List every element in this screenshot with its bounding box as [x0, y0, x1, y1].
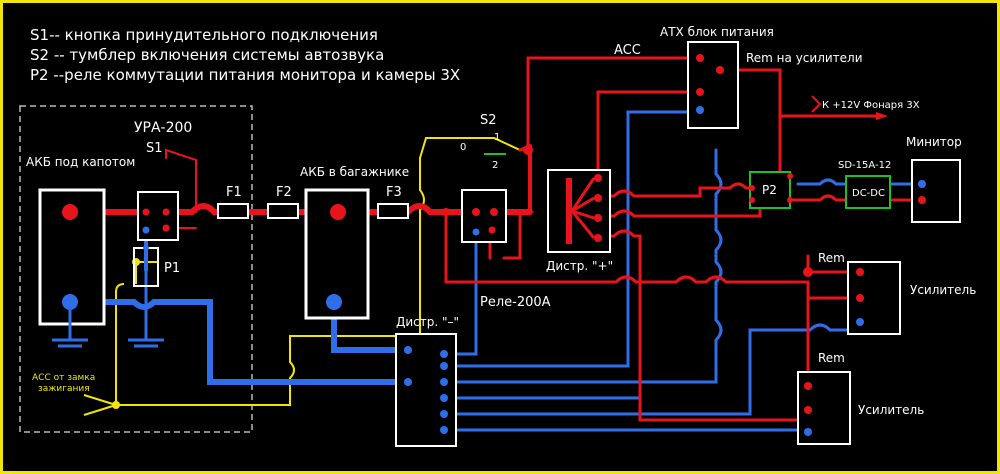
distr-plus-fan [570, 177, 596, 239]
label-relay200: Реле-200А [480, 295, 551, 310]
amp2-rem [804, 382, 812, 390]
monitor-pin-minus [918, 180, 926, 188]
relay200-pin1 [472, 208, 480, 216]
s2-common [523, 145, 533, 155]
label-rem2: Rem [818, 351, 845, 365]
label-s2: S2 [480, 113, 497, 128]
label-rem1: Rem [818, 251, 845, 265]
label-amp2: Усилитель [858, 403, 924, 417]
acc-junction [112, 401, 120, 409]
p2-pin4 [749, 197, 755, 203]
p1-pin-blue [143, 245, 149, 251]
fuse-f3 [377, 203, 409, 219]
label-atx: АТХ блок питания [660, 25, 774, 39]
label-acc: ACC [614, 43, 641, 58]
amp1-box [847, 261, 901, 335]
ura-pin2 [162, 208, 170, 216]
amp1-rem [803, 267, 813, 277]
distr-minus-pins [404, 346, 448, 434]
label-p1: P1 [164, 261, 180, 276]
lamp-arrow [876, 112, 888, 120]
label-dcdc: DC-DC [852, 188, 885, 199]
atx-pin-rem [716, 66, 724, 74]
atx-box [687, 41, 739, 129]
under-hood-zone [19, 105, 253, 433]
monitor-box [911, 159, 961, 223]
relay200-pin3 [472, 228, 480, 236]
akb-trunk-minus [326, 294, 342, 310]
label-acc-ign-2: зажигания [38, 384, 90, 394]
junction-446 [442, 208, 450, 216]
label-dcdc-model: SD-15A-12 [838, 160, 891, 171]
label-acc-ign-1: АСС от замка [32, 373, 95, 383]
label-s1: S1 [146, 141, 163, 156]
amp2-plus [804, 406, 812, 414]
atx-pin-plus [696, 88, 704, 96]
ura-pin4 [142, 226, 150, 234]
akb-hood-plus [62, 204, 78, 220]
fuse-f2 [267, 203, 299, 219]
amp1-rem-pin [856, 268, 864, 276]
relay200-pin2 [490, 208, 498, 216]
label-p2: P2 [762, 183, 777, 197]
label-akb-hood: АКБ под капотом [26, 155, 135, 169]
label-ura: УРА-200 [134, 120, 192, 136]
label-akb-trunk: АКБ в багажнике [300, 165, 409, 179]
legend-p2: P2 --реле коммутации питания монитора и … [30, 66, 460, 84]
label-rem-amps: Rem на усилители [746, 51, 863, 65]
p2-pin3 [749, 185, 755, 191]
p2-relay-box [749, 171, 791, 209]
relay200-box [461, 189, 507, 243]
dcdc-box [845, 175, 891, 209]
label-monitor: Минитор [906, 135, 962, 149]
relay200-pin4 [488, 226, 496, 234]
monitor-pin-plus [918, 196, 926, 204]
label-s2-0: 0 [460, 142, 466, 153]
amp1-plus [856, 294, 864, 302]
label-f1: F1 [226, 185, 242, 200]
p2-pin1 [787, 173, 793, 179]
label-lamp: К +12V Фонаря 3Х [822, 100, 920, 111]
p2-pin2 [787, 197, 793, 203]
label-s2-1: 1 [494, 132, 500, 143]
label-f2: F2 [276, 185, 292, 200]
distr-plus-pins [594, 174, 602, 242]
amp2-minus [804, 428, 812, 436]
label-amp1: Усилитель [910, 283, 976, 297]
legend-s1: S1-- кнопка принудительного подключения [30, 26, 378, 44]
fuse-f1 [217, 203, 249, 219]
distr-plus-bar [566, 178, 572, 244]
label-distr-minus: Дистр. "–" [396, 315, 459, 329]
rem-arrow-down [811, 95, 822, 113]
ura200-box [137, 191, 179, 241]
atx-pin-acc [696, 54, 704, 62]
label-s2-2: 2 [492, 160, 498, 171]
akb-trunk-plus [330, 204, 346, 220]
label-distr-plus: Дистр. "+" [546, 259, 613, 273]
acc-wires [83, 137, 521, 416]
ura-pin1 [142, 208, 150, 216]
atx-pin-minus [696, 106, 704, 114]
legend-s2: S2 -- тумблер включения системы автозвук… [30, 46, 384, 64]
ura-pin3 [162, 224, 170, 232]
label-f3: F3 [386, 185, 402, 200]
amp1-minus [856, 318, 864, 326]
